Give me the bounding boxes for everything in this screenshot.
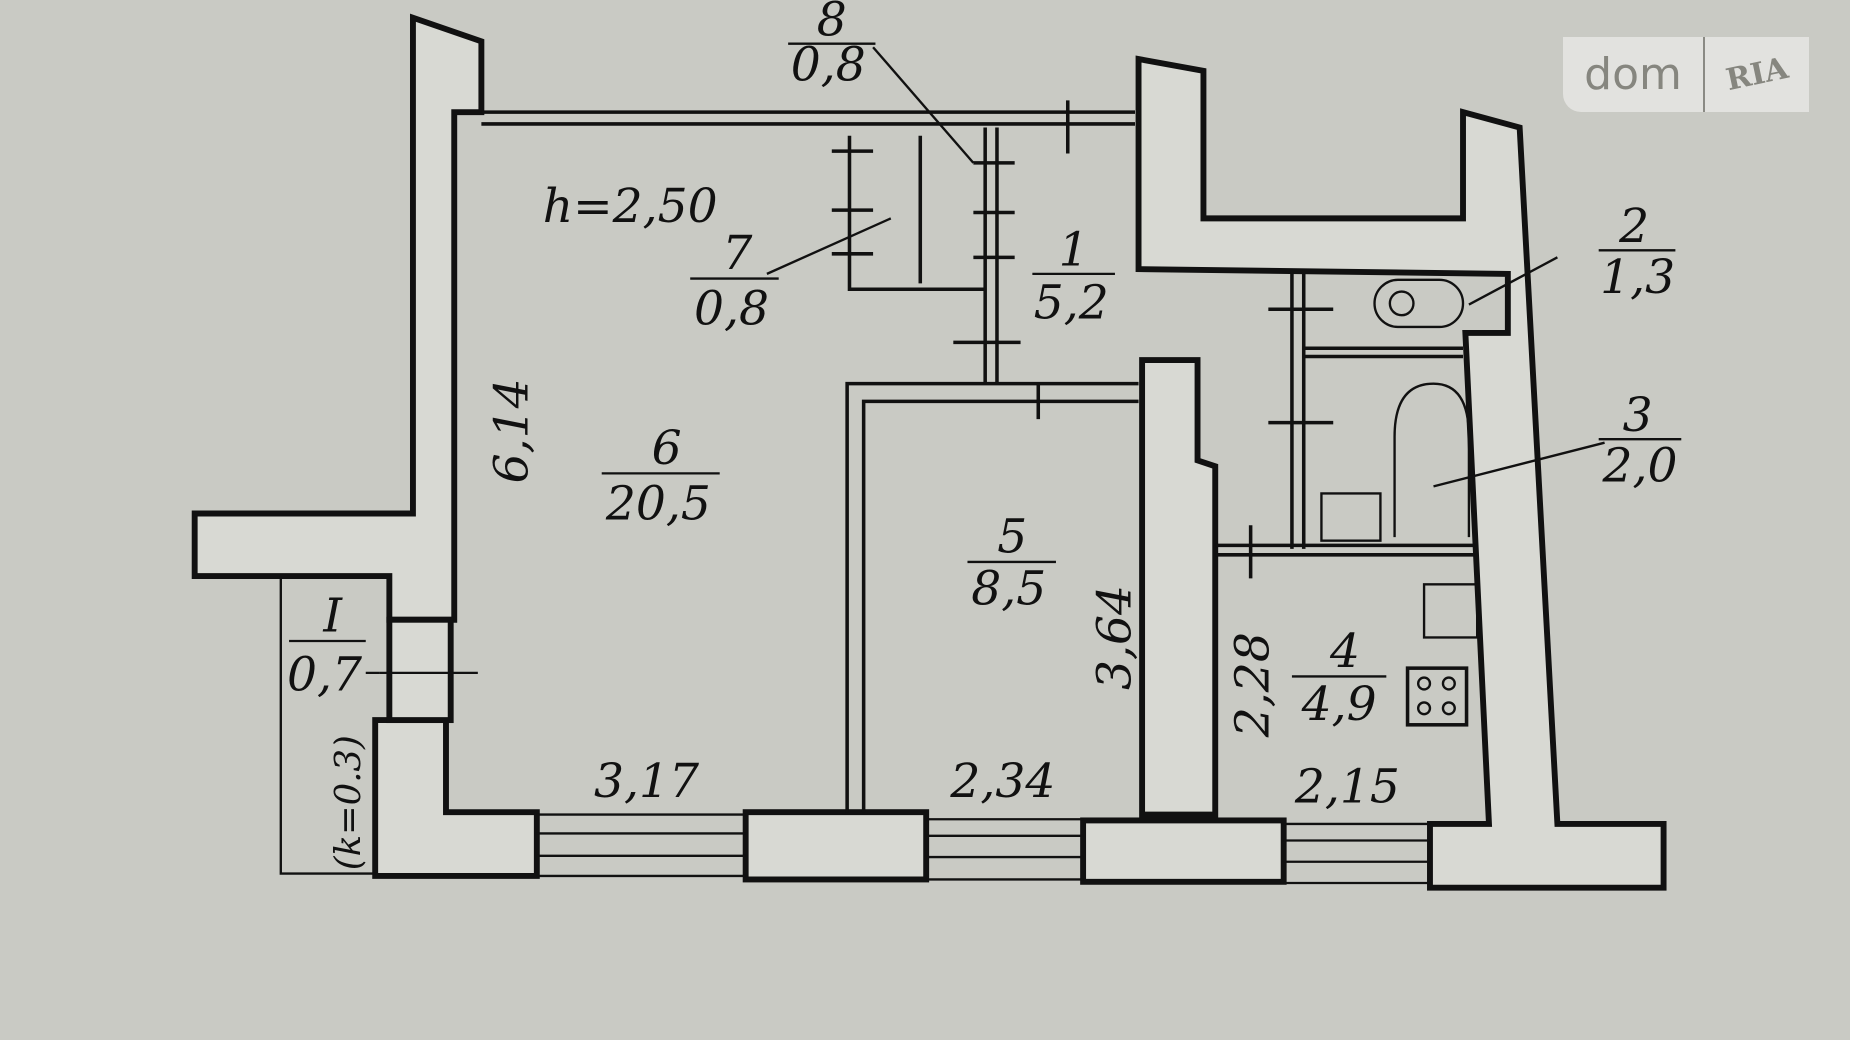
ceiling-height: h=2,50 — [543, 179, 718, 234]
plan-label: I — [322, 589, 343, 644]
room-7: 70,8 — [690, 226, 779, 337]
right-upper-wall — [1135, 55, 1667, 891]
plan-line — [847, 127, 999, 384]
logo-ria: RIA — [1705, 37, 1809, 112]
plan-label: 3,17 — [594, 754, 699, 809]
logo-dom: dom — [1563, 37, 1703, 112]
plan-line — [365, 46, 1605, 675]
plan-label: 4 — [1329, 624, 1360, 679]
windows — [536, 813, 1430, 885]
plan-line — [831, 100, 1334, 579]
plan-label: 2 — [1618, 199, 1649, 254]
kitchen-sink-icon — [1422, 583, 1479, 639]
domria-logo: dom RIA — [1563, 37, 1809, 112]
plan-label: 4,9 — [1301, 677, 1377, 732]
plan-line — [279, 576, 478, 875]
balcony-I: I0,7 — [287, 589, 366, 703]
room-4: 44,9 — [1291, 624, 1387, 732]
plan-label: (k=0.3) — [328, 735, 369, 870]
plan-label: 5 — [997, 509, 1027, 564]
plan-label: 2,15 — [1294, 760, 1400, 815]
balcony-door-jamb — [386, 616, 454, 724]
plan-label: 5,2 — [1034, 276, 1109, 331]
left-wall — [191, 13, 485, 623]
logo-divider — [1703, 37, 1705, 112]
room-6: 620,5 — [601, 421, 720, 531]
plan-label: 1 — [1059, 223, 1089, 278]
plan-label: 6 — [652, 421, 682, 476]
plan-label: 0,8 — [694, 282, 769, 337]
plan-label: 6,14 — [484, 378, 539, 483]
room-2: 21,3 — [1598, 199, 1676, 305]
fixtures — [1320, 278, 1479, 727]
room-1: 15,2 — [1032, 223, 1115, 331]
toilet-icon — [1373, 278, 1465, 329]
room-labels: 15,2 21,3 32,0 44,9 58,5 620,5 70,8 80,8… — [287, 0, 1682, 732]
plan-line — [845, 381, 1139, 813]
room-8: 80,8 — [788, 0, 876, 92]
plan-label: 8,5 — [971, 561, 1046, 616]
room-5: 58,5 — [967, 509, 1056, 616]
walls — [191, 13, 1667, 891]
plan-label: 3,64 — [1087, 585, 1142, 690]
logo-ria-text: RIA — [1722, 50, 1792, 99]
plan-label: 0,8 — [791, 37, 866, 92]
plan-line — [1416, 676, 1432, 691]
plan-label: 3 — [1623, 388, 1653, 443]
plan-line — [536, 813, 746, 878]
pier-1 — [742, 809, 930, 883]
dimension-labels: 6,14 3,64 2,28 (k=0.3) 3,17 2,34 2,15 — [328, 378, 1400, 870]
room-3: 32,0 — [1598, 388, 1682, 494]
plan-line — [1441, 676, 1456, 691]
plan-label: 7 — [722, 226, 752, 281]
plan-label: 2,34 — [949, 754, 1055, 809]
plan-label: 0,7 — [287, 648, 362, 703]
pier-2 — [1080, 817, 1287, 885]
plan-line — [926, 818, 1084, 881]
plan-line — [1215, 271, 1475, 557]
plan-label: 2,0 — [1601, 439, 1677, 494]
plan-line — [1388, 290, 1415, 317]
bottom-left-wall — [372, 717, 540, 879]
plan-label: 2,28 — [1225, 632, 1280, 738]
plan-line — [1441, 701, 1456, 716]
column-wall — [1139, 357, 1219, 818]
plan-label: 20,5 — [605, 476, 711, 531]
plan-label: 1,3 — [1600, 250, 1675, 305]
bathtub-icon — [1393, 382, 1471, 538]
plan-label: 8 — [817, 0, 847, 47]
partitions — [279, 100, 1475, 875]
plan-line — [1416, 701, 1432, 716]
leaders — [365, 46, 1605, 675]
plan-line — [1283, 822, 1430, 885]
stove-icon — [1405, 666, 1469, 727]
sink-icon — [1320, 492, 1382, 542]
